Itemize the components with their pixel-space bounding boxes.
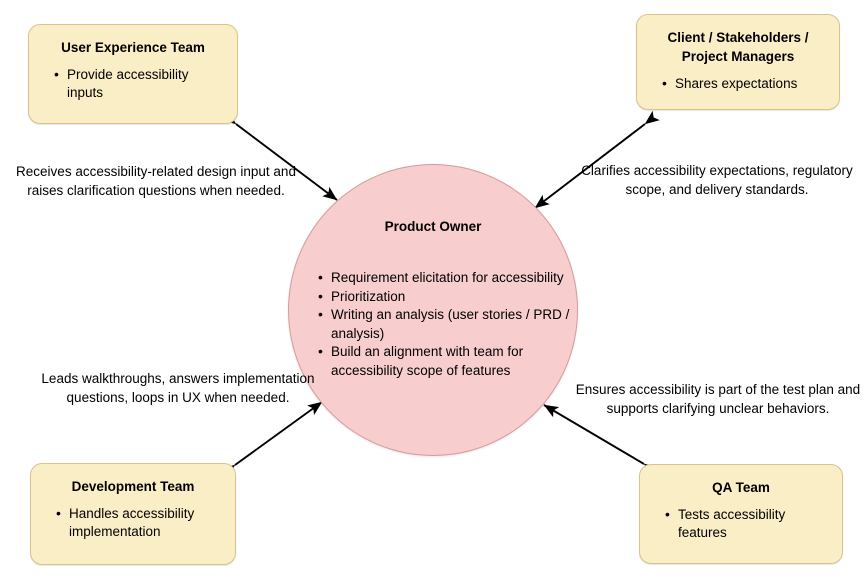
list-item: Tests accessibility features [665, 505, 830, 542]
list-item: Shares expectations [662, 74, 827, 93]
list-item: Prioritization [318, 287, 589, 307]
node-item-list: Handles accessibility implementation [43, 504, 223, 541]
node-user-experience-team[interactable]: User Experience Team Provide accessibili… [28, 24, 238, 124]
node-client-stakeholders-project-managers[interactable]: Client / Stakeholders / Project Managers… [636, 14, 840, 110]
list-item: Provide accessibility inputs [54, 65, 225, 102]
node-qa-team[interactable]: QA Team Tests accessibility features [639, 464, 843, 564]
edge-label-client-stakeholders: Clarifies accessibility expectations, re… [581, 163, 853, 197]
product-owner-responsibility-list: Requirement elicitation for accessibilit… [311, 268, 589, 380]
list-item: Requirement elicitation for accessibilit… [318, 268, 589, 288]
node-product-owner[interactable]: Product Owner Requirement elicitation fo… [288, 164, 578, 456]
edge-label-qa-team: Ensures accessibility is part of the tes… [575, 382, 861, 416]
node-development-team[interactable]: Development Team Handles accessibility i… [30, 463, 236, 565]
node-item-list: Provide accessibility inputs [41, 65, 225, 102]
list-item: Handles accessibility implementation [56, 504, 223, 541]
node-title: Client / Stakeholders / Project Managers [667, 30, 809, 64]
list-item: Writing an analysis (user stories / PRD … [318, 305, 589, 343]
node-title: Development Team [71, 479, 195, 494]
node-title: User Experience Team [61, 40, 205, 55]
arrow-dev-to-product-owner [220, 401, 323, 479]
edge-label-user-experience-team: Receives accessibility-related design in… [16, 164, 296, 198]
edge-label-development-team: Leads walkthroughs, answers implementati… [41, 371, 315, 405]
node-item-list: Tests accessibility features [652, 505, 830, 542]
product-owner-title: Product Owner [384, 219, 482, 234]
node-item-list: Shares expectations [649, 74, 827, 93]
list-item: Build an alignment with team for accessi… [318, 342, 589, 380]
node-title: QA Team [712, 480, 770, 495]
